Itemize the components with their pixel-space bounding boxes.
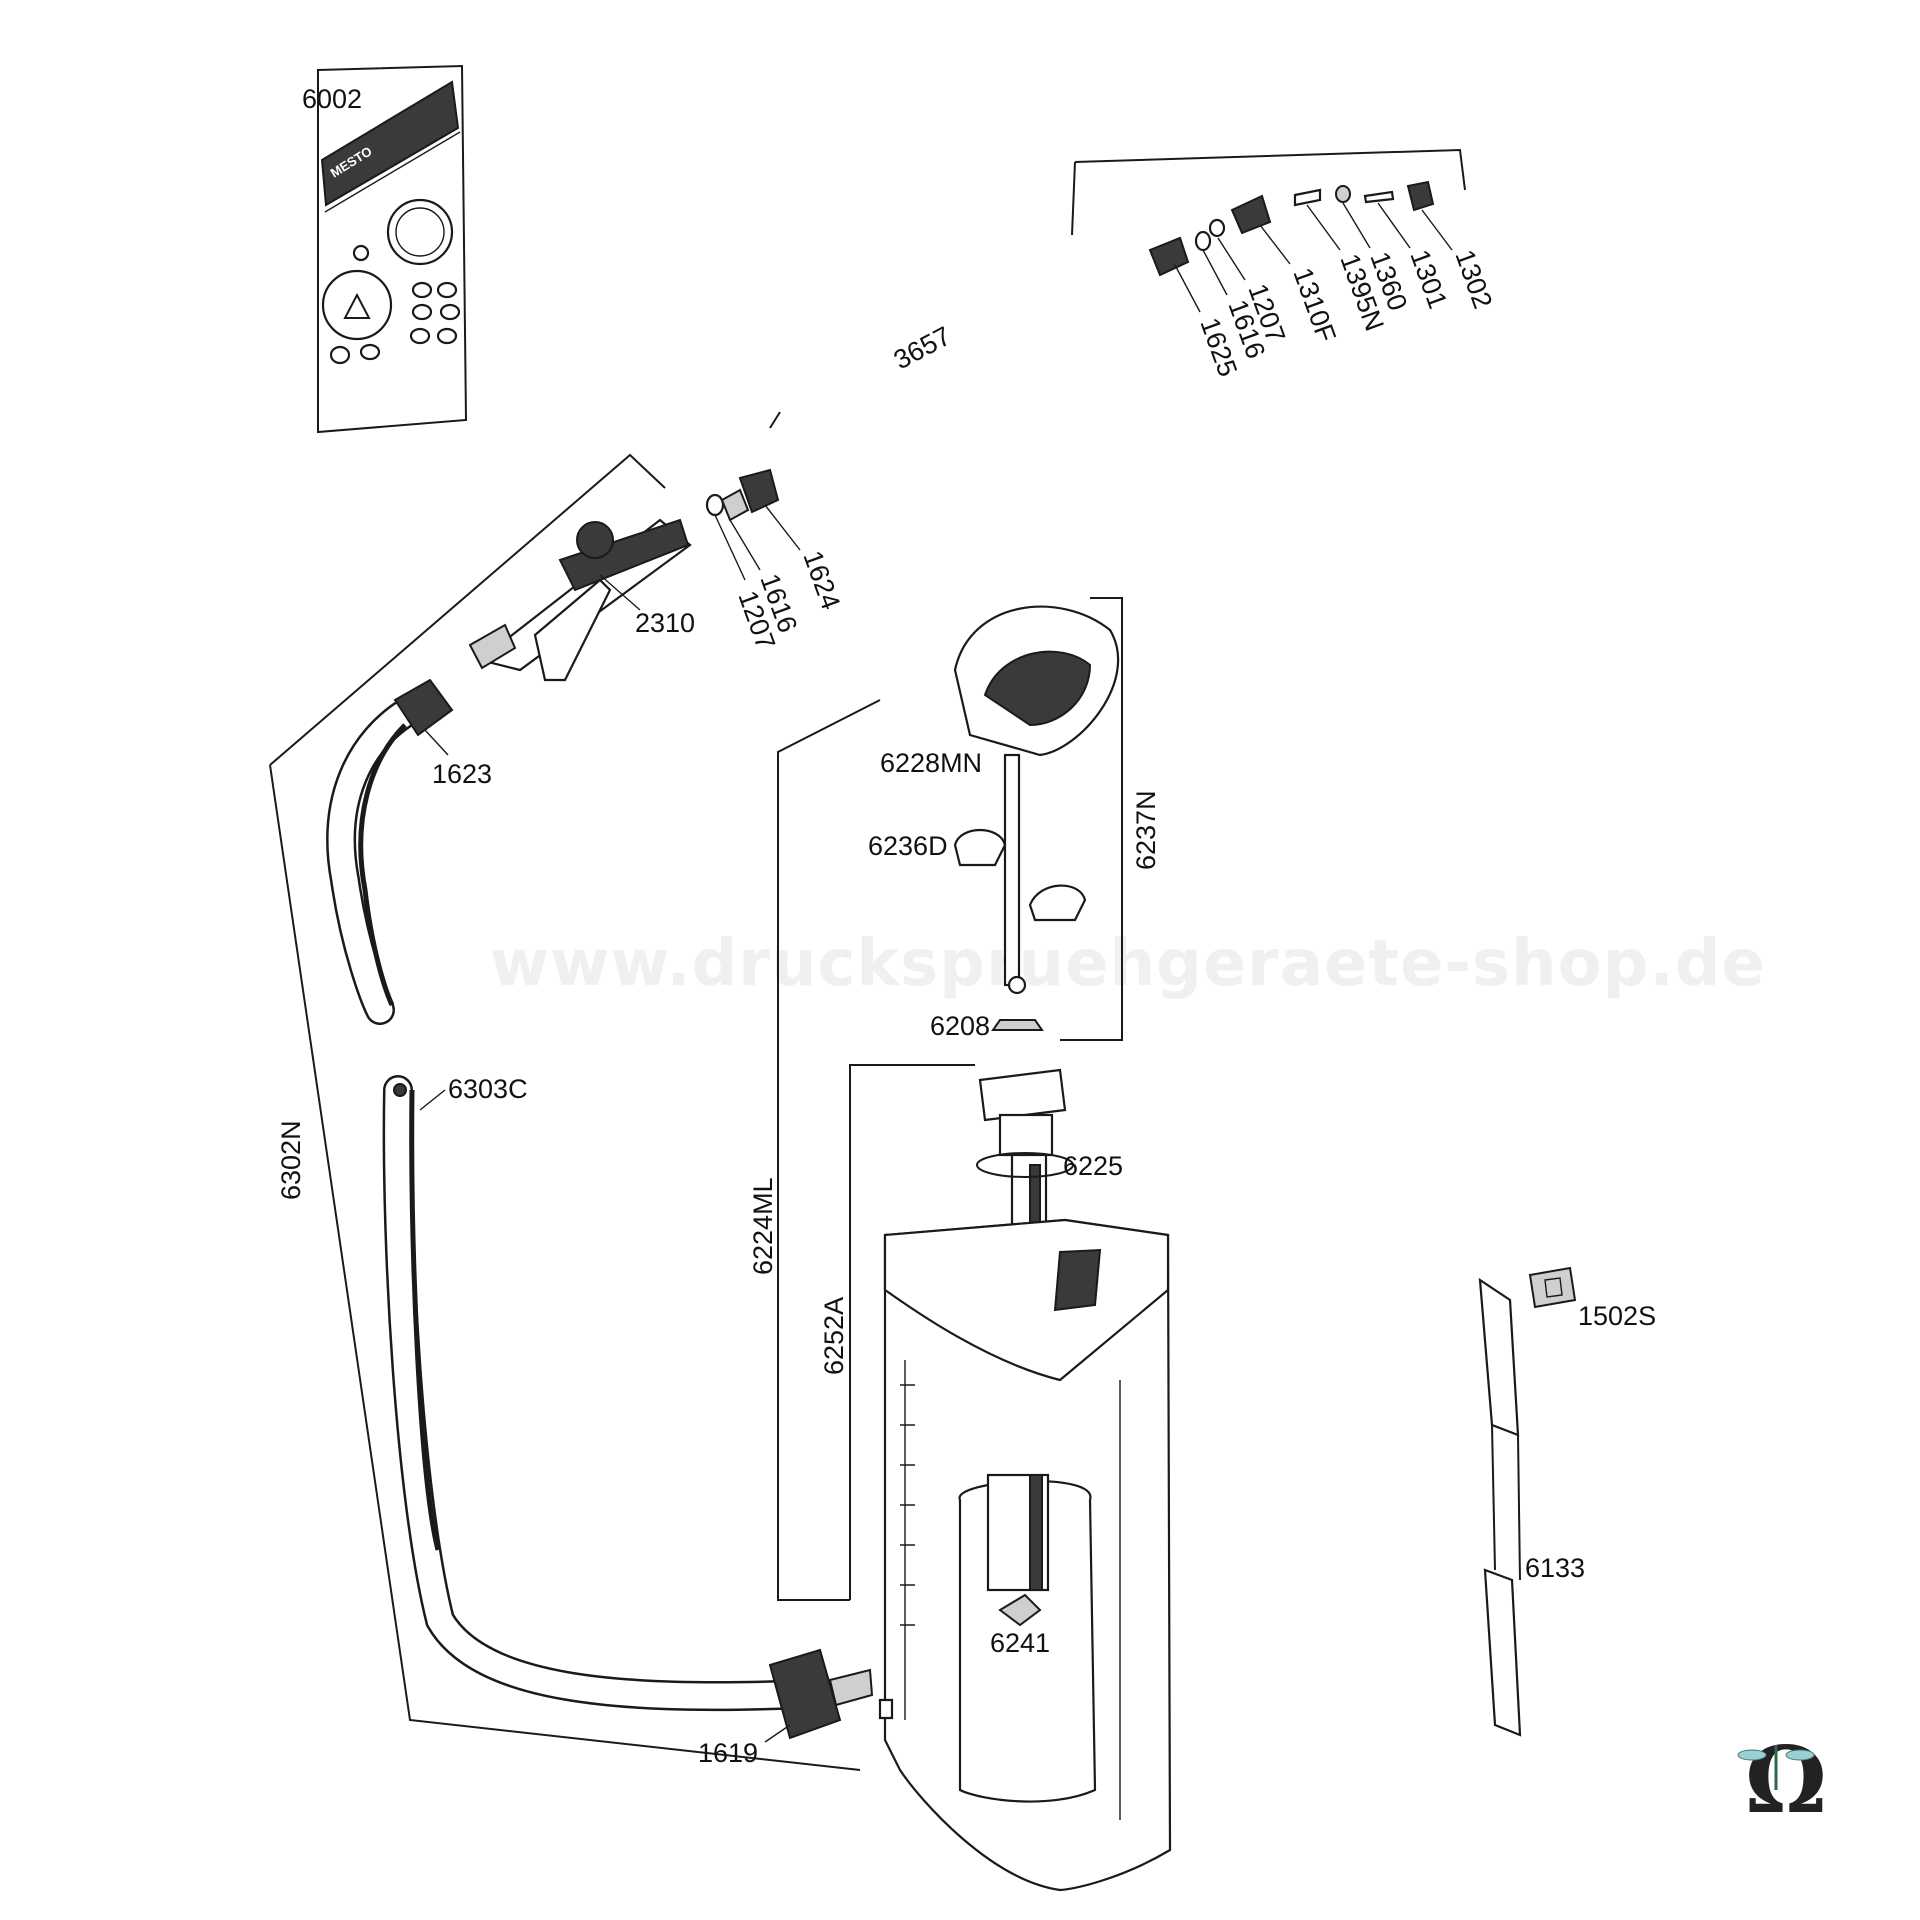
label-6225: 6225 <box>1063 1151 1123 1181</box>
label-6241: 6241 <box>990 1628 1050 1658</box>
label-6236D: 6236D <box>868 831 948 861</box>
spray-gun <box>269 453 692 766</box>
hose-assembly <box>269 678 874 1771</box>
gun-1616-cone <box>720 488 750 522</box>
lance-1302 <box>1406 180 1435 212</box>
label-1623: 1623 <box>432 759 492 789</box>
lance-1360 <box>1335 185 1351 203</box>
lance-1395N <box>1293 188 1322 207</box>
watermark-text: www.druckspruehgeraete-shop.de <box>490 927 1766 1001</box>
strap-upper-pad <box>1478 1277 1520 1437</box>
pump-cylinder <box>976 1068 1074 1257</box>
carrying-strap <box>1478 1266 1577 1737</box>
strap-lower-pad <box>1483 1568 1522 1737</box>
bracket-6224ML <box>777 699 881 1601</box>
label-1624: 1624 <box>797 547 846 614</box>
label-1310F: 1310F <box>1287 264 1341 346</box>
pump-rod <box>1003 753 1021 987</box>
seal-kit-card <box>317 64 468 434</box>
pump-assembly <box>953 597 1123 1041</box>
label-6237N: 6237N <box>1131 790 1161 870</box>
label-6133: 6133 <box>1525 1553 1585 1583</box>
label-1302: 1302 <box>1449 246 1498 313</box>
gun-1207-ring <box>705 493 725 517</box>
label-6252A: 6252A <box>819 1297 849 1375</box>
kit-small-valve <box>352 244 370 262</box>
label-6002: 6002 <box>302 84 362 114</box>
pump-clip-6236D-left <box>953 828 1007 867</box>
kit-small-rings <box>329 281 461 365</box>
tank-body <box>878 1218 1172 1892</box>
omega-symbol: Ω <box>1745 1726 1827 1834</box>
label-6303C: 6303C <box>448 1074 528 1104</box>
lance-1207-ring <box>1208 218 1226 238</box>
kit-o-ring-large <box>386 198 454 266</box>
label-1502S: 1502S <box>1578 1301 1656 1331</box>
card-header-band <box>320 80 460 207</box>
label-3657: 3657 <box>889 321 956 376</box>
tank-part-6241 <box>998 1593 1042 1627</box>
label-6224ML: 6224ML <box>748 1177 778 1275</box>
hose-connector-1619 <box>768 1648 842 1740</box>
label-1619: 1619 <box>698 1738 758 1768</box>
label-2310: 2310 <box>635 608 695 638</box>
strap-buckle-1502S <box>1528 1266 1577 1309</box>
hose-nut-1623 <box>393 678 454 737</box>
label-6208: 6208 <box>930 1011 990 1041</box>
gun-trigger <box>533 578 612 682</box>
pump-valve-6208 <box>991 1019 1044 1031</box>
spray-lance <box>705 148 1466 581</box>
lance-1301 <box>1363 190 1395 204</box>
lance-nut-1624 <box>738 468 780 514</box>
pump-clip-6236D-right <box>1028 884 1087 922</box>
label-6228MN: 6228MN <box>880 748 982 778</box>
gun-knob <box>576 521 614 559</box>
kit-valve-disc <box>321 269 393 341</box>
lance-1310F-nozzle <box>1230 194 1272 235</box>
lance-1616-cone <box>1194 230 1212 252</box>
label-6302N: 6302N <box>276 1120 306 1200</box>
lance-nut-1625 <box>1148 236 1190 277</box>
shop-logo: Ω <box>1737 1726 1827 1834</box>
bracket-6252A <box>849 1064 975 1600</box>
